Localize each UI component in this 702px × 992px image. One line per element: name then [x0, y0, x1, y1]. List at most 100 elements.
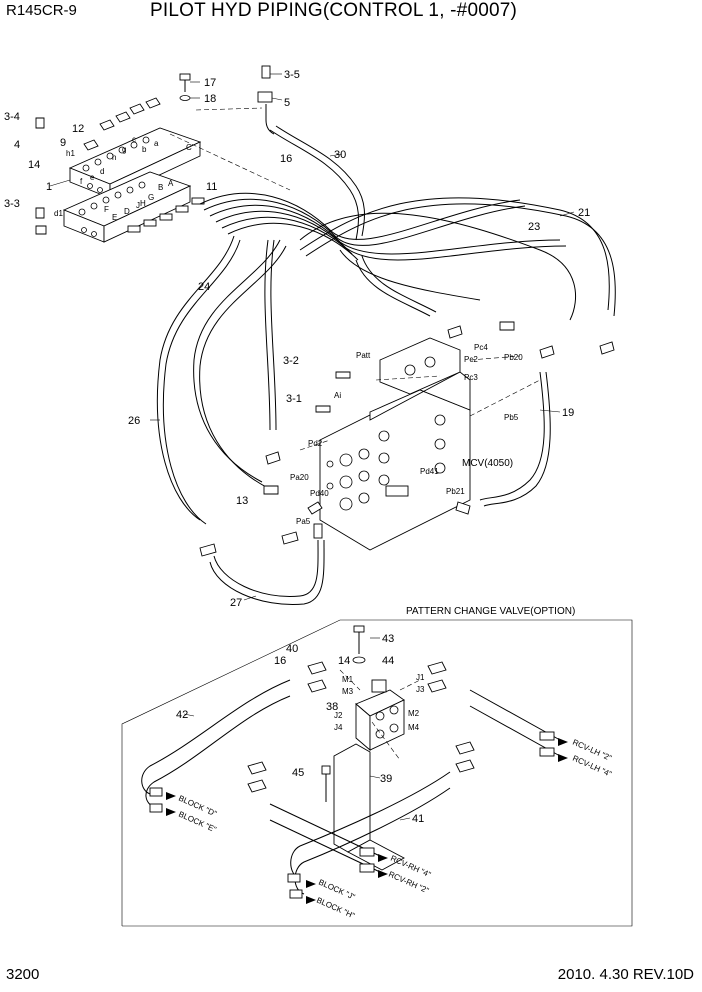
port-tag-pd41: Pd41 — [420, 467, 439, 476]
block-letter-e: E — [112, 213, 117, 222]
block-letter-j: J — [136, 201, 140, 210]
pattern-leaders — [183, 637, 421, 821]
block-letter-e: e — [90, 173, 95, 182]
block-letter-f: F — [104, 205, 109, 214]
block-letter-h: h — [112, 153, 116, 162]
manifold-block-lower — [62, 171, 192, 243]
callout-40: 40 — [286, 643, 298, 655]
elbows-right — [427, 661, 475, 773]
mcv-fittings — [199, 321, 615, 557]
mcv-label: MCV(4050) — [462, 458, 513, 469]
callout-3-1: 3-1 — [286, 393, 302, 405]
callout-27: 27 — [230, 597, 242, 609]
callout-44: 44 — [382, 655, 394, 667]
dashed-leaders — [169, 107, 541, 451]
valve-port-m4: M4 — [408, 723, 420, 732]
port-tag-pd40: Pd40 — [310, 489, 329, 498]
bolt-43 — [352, 625, 366, 664]
callout-43: 43 — [382, 633, 394, 645]
callout-21: 21 — [578, 207, 590, 219]
valve-port-m2: M2 — [408, 709, 420, 718]
upper-assembly — [35, 65, 616, 606]
callout-3-4: 3-4 — [4, 111, 20, 123]
block-letter-d: D — [124, 207, 130, 216]
valve-port-m1: M1 — [342, 675, 354, 684]
callout-12: 12 — [72, 123, 84, 135]
straight-fittings — [127, 197, 205, 233]
callout-16: 16 — [274, 655, 286, 667]
block-letter-b: B — [158, 183, 163, 192]
valve-port-m3: M3 — [342, 687, 354, 696]
manifold-block-upper — [68, 127, 202, 199]
callout-3-5: 3-5 — [284, 69, 300, 81]
block-letter-a: a — [154, 139, 159, 148]
callout-17: 17 — [204, 77, 216, 89]
port-tag-pd2: Pd2 — [308, 439, 323, 448]
block-letter-d1: d1 — [54, 209, 63, 218]
port-tag-pc4: Pc4 — [474, 343, 488, 352]
pattern-valve-body — [355, 679, 405, 751]
port-tag-pb5: Pb5 — [504, 413, 519, 422]
block-letter-d: d — [100, 167, 104, 176]
fitting-3-5 — [257, 65, 275, 135]
block-letter-b: b — [142, 145, 147, 154]
callout-3-2: 3-2 — [283, 355, 299, 367]
callout-23: 23 — [528, 221, 540, 233]
block-letter-c: c — [132, 135, 136, 144]
callout-3-3: 3-3 — [4, 198, 20, 210]
port-tag-pa20: Pa20 — [290, 473, 309, 482]
callout-1: 1 — [46, 181, 52, 193]
block-letter-a: A — [168, 179, 174, 188]
revision-date: 2010. 4.30 REV.10D — [557, 966, 694, 983]
callout-45: 45 — [292, 767, 304, 779]
valve-port-j2: J2 — [334, 711, 343, 720]
port-tag-ai: Ai — [334, 391, 341, 400]
block-letter-c: C — [186, 143, 192, 152]
port-tag-patt: Patt — [356, 351, 371, 360]
port-tag-pc2: Pc2 — [464, 355, 478, 364]
valve-port-j1: J1 — [416, 673, 425, 682]
callout-26: 26 — [128, 415, 140, 427]
callout-39: 39 — [380, 773, 392, 785]
elbow-fittings-top — [35, 97, 161, 235]
callout-13: 13 — [236, 495, 248, 507]
elbows-left — [247, 661, 327, 793]
callout-24: 24 — [198, 281, 210, 293]
callout-14: 14 — [28, 159, 40, 171]
callout-4: 4 — [14, 139, 20, 151]
callout-14: 14 — [338, 655, 350, 667]
callout-9: 9 — [60, 137, 66, 149]
page-title: PILOT HYD PIPING(CONTROL 1, -#0007) — [150, 0, 518, 21]
block-letter-h: H — [140, 199, 146, 208]
bolt-45 — [321, 765, 331, 802]
callout-38: 38 — [326, 701, 338, 713]
block-letter-h1: h1 — [66, 149, 75, 158]
block-letter-g: G — [148, 193, 154, 202]
hoses-pattern — [141, 679, 561, 899]
callout-42: 42 — [176, 709, 188, 721]
model-code: R145CR-9 — [6, 2, 77, 19]
page-number: 3200 — [6, 966, 40, 983]
callout-leaders — [49, 73, 575, 601]
valve-port-j3: J3 — [416, 685, 425, 694]
hose-bundle — [156, 125, 616, 606]
block-letter-g: g — [122, 145, 126, 154]
port-tag-pb21: Pb21 — [446, 487, 465, 496]
port-tag-pa5: Pa5 — [296, 517, 311, 526]
callout-41: 41 — [412, 813, 424, 825]
port-tag-pc3: Pc3 — [464, 373, 478, 382]
bolt-17 — [179, 73, 191, 101]
port-tag-pb20: Pb20 — [504, 353, 523, 362]
callout-16: 16 — [280, 153, 292, 165]
section-title-pattern-change-valve: PATTERN CHANGE VALVE(OPTION) — [406, 606, 575, 617]
callout-19: 19 — [562, 407, 574, 419]
block-letter-f: f — [80, 177, 83, 186]
pattern-change-valve-section — [121, 619, 633, 927]
callout-18: 18 — [204, 93, 216, 105]
flow-arrows — [166, 738, 568, 904]
callout-30: 30 — [334, 149, 346, 161]
mcv-body — [319, 337, 471, 551]
valve-port-j4: J4 — [334, 723, 343, 732]
callout-5: 5 — [284, 97, 290, 109]
